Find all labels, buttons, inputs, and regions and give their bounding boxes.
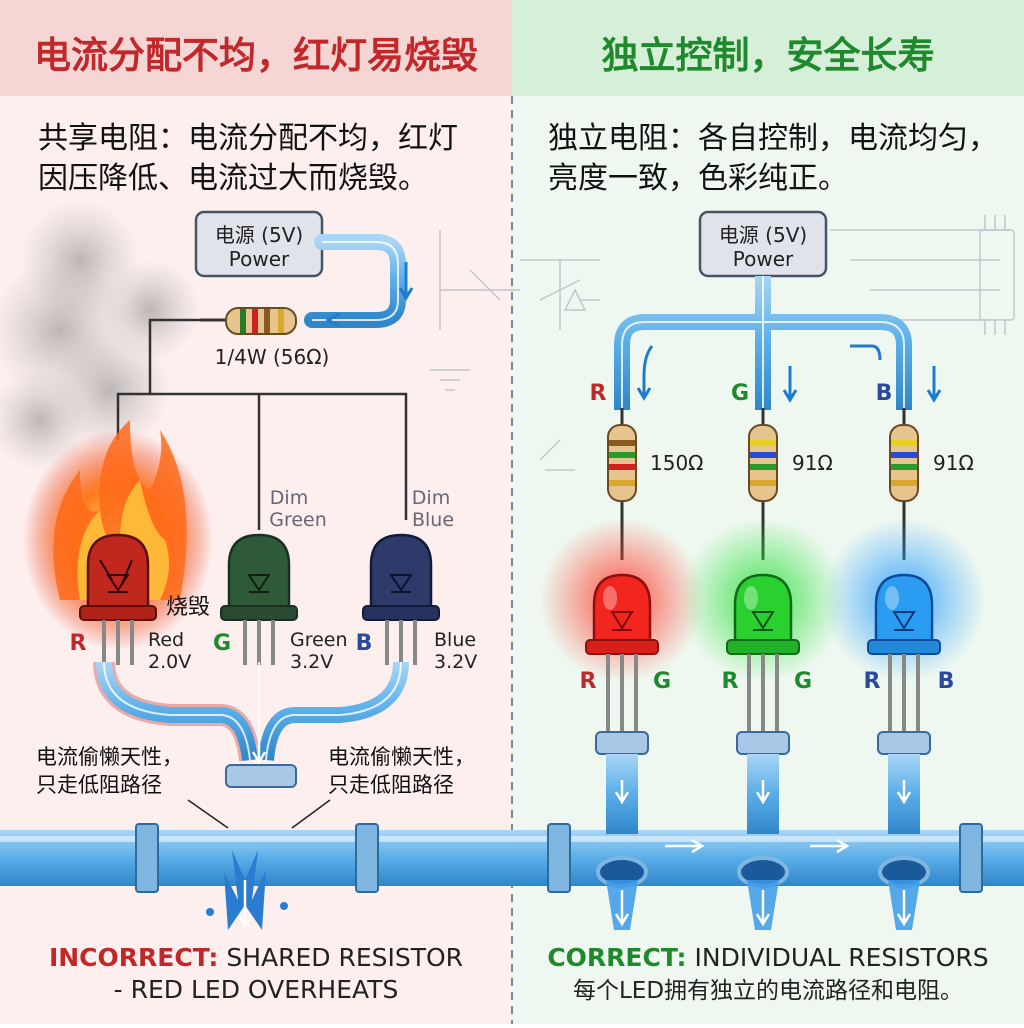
resistor-band — [278, 309, 284, 333]
dim-green-line-1: Dim — [270, 487, 308, 509]
right-led-legs — [606, 654, 920, 740]
dim-green-line-2: Green — [269, 509, 327, 531]
main-pipe-flanges — [135, 823, 983, 893]
left-power-label: 电源 (5V) — [215, 223, 303, 247]
left-desc-line-2: 因压降低、电流过大而烧毁。 — [38, 161, 428, 196]
right-led-blue — [867, 573, 941, 655]
left-header-title: 电流分配不均，红灯易烧毁 — [34, 34, 478, 77]
left-label-g: G — [213, 631, 231, 656]
left-leak-splash — [206, 850, 288, 930]
right-footer-line-2: 每个LED拥有独立的电流路径和电阻。 — [573, 978, 963, 1004]
branch-letter-b: B — [876, 381, 893, 406]
right-header-bg — [512, 0, 1024, 96]
correct-label: CORRECT: — [547, 943, 686, 972]
dim-blue-line-1: Dim — [412, 487, 450, 509]
dim-blue-line-2: Blue — [412, 509, 454, 531]
left-callout-line-1: 电流偷懒天性， — [36, 745, 183, 769]
right-power-sublabel: Power — [733, 247, 794, 271]
left-resistor-label: 1/4W (56Ω) — [215, 345, 330, 369]
right-desc-line-2: 亮度一致，色彩纯正。 — [548, 161, 848, 196]
left-label-b: B — [356, 631, 373, 656]
right-drop-pipes — [595, 731, 931, 834]
smoke-cloud — [0, 200, 200, 470]
right-power-label: 电源 (5V) — [719, 223, 807, 247]
left-desc-line-1: 共享电阻：电流分配不均，红灯 — [38, 121, 458, 156]
right-callout-line-1: 电流偷懒天性， — [328, 745, 475, 769]
left-led-legs — [102, 620, 417, 665]
pin-label: R — [722, 669, 739, 694]
left-pipe-coupler — [225, 764, 297, 788]
resistor-band — [240, 309, 246, 333]
left-callout-line-2: 只走低阻路径 — [36, 773, 162, 797]
left-resistor — [225, 307, 297, 335]
left-header-bg — [0, 0, 512, 96]
right-outlets — [596, 856, 930, 930]
circuit-decoration — [430, 215, 1015, 471]
left-footer-line-2: - RED LED OVERHEATS — [114, 975, 399, 1004]
left-led-red — [79, 533, 157, 621]
right-resistor-blue-label: 91Ω — [933, 451, 974, 475]
left-down-arrow — [251, 745, 267, 765]
resistor-band — [252, 309, 258, 333]
left-converging-pipes — [93, 661, 409, 762]
right-distribution-pipes — [614, 276, 912, 410]
pin-label: R — [580, 669, 597, 694]
left-footer-rest: SHARED RESISTOR — [218, 943, 463, 972]
left-wiring — [116, 318, 408, 530]
branch-letter-r: R — [590, 381, 607, 406]
right-resistor-red-label: 150Ω — [650, 451, 703, 475]
branch-letter-g: G — [731, 381, 749, 406]
right-flow-arrows — [636, 344, 942, 403]
main-pipe-highlight — [0, 836, 1024, 842]
left-green-name: Green — [290, 629, 348, 651]
right-footer-rest: INDIVIDUAL RESISTORS — [687, 943, 989, 972]
resistor-band — [264, 309, 270, 333]
burn-label: 烧毁 — [166, 595, 210, 620]
right-led-red — [585, 573, 659, 655]
left-supply-pipe-highlight — [312, 241, 399, 321]
main-pipe-flow-arrows — [665, 838, 850, 854]
pin-label: G — [794, 669, 812, 694]
right-footer-line-1: CORRECT: INDIVIDUAL RESISTORS — [547, 943, 988, 972]
right-resistor-green-label: 91Ω — [792, 451, 833, 475]
pin-label: R — [864, 669, 881, 694]
callout-pointers — [187, 799, 331, 829]
right-callout-line-2: 只走低阻路径 — [328, 773, 454, 797]
right-resistor-red — [607, 408, 637, 560]
left-blue-voltage: 3.2V — [434, 651, 477, 673]
right-header-title: 独立控制，安全长寿 — [602, 34, 935, 77]
left-blue-name: Blue — [434, 629, 476, 651]
right-led-green — [726, 573, 800, 655]
left-led-blue — [362, 533, 440, 621]
right-desc-line-1: 独立电阻：各自控制，电流均匀， — [548, 121, 998, 156]
left-label-r: R — [70, 631, 87, 656]
pin-label: B — [938, 669, 955, 694]
left-led-green — [220, 533, 298, 621]
left-green-voltage: 3.2V — [290, 651, 333, 673]
left-flow-arrow — [398, 262, 414, 301]
left-power-sublabel: Power — [229, 247, 290, 271]
incorrect-label: INCORRECT: — [49, 943, 218, 972]
left-footer-line-1: INCORRECT: SHARED RESISTOR — [49, 943, 463, 972]
left-red-voltage: 2.0V — [148, 651, 191, 673]
left-flow-arrow-2 — [325, 312, 341, 328]
left-red-name: Red — [148, 629, 184, 651]
pin-label: G — [653, 669, 671, 694]
